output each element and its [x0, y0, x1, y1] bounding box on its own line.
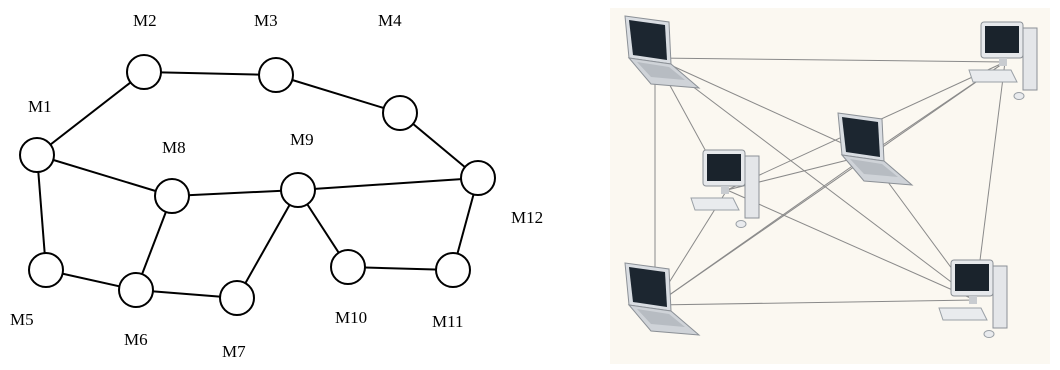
node-m7 — [219, 280, 255, 316]
network-link — [654, 57, 869, 156]
network-photo — [610, 8, 1050, 364]
graph-nodes — [19, 54, 496, 316]
laptop-icon — [624, 262, 701, 336]
edge-m3-m4 — [275, 74, 401, 114]
laptop-icon — [837, 112, 914, 186]
network-link — [654, 57, 976, 301]
node-label-m5: M5 — [10, 310, 34, 329]
node-label-m1: M1 — [28, 97, 52, 116]
network-link — [654, 57, 1006, 63]
edge-m1-m5 — [36, 154, 47, 271]
node-label-m6: M6 — [124, 330, 148, 349]
node-m1 — [19, 137, 55, 173]
edge-m9-m12 — [297, 177, 479, 191]
node-label-m9: M9 — [290, 130, 314, 149]
node-m10 — [330, 249, 366, 285]
network-link — [654, 154, 869, 306]
node-label-m11: M11 — [432, 312, 464, 331]
edge-m1-m8 — [36, 154, 173, 197]
node-m4 — [382, 95, 418, 131]
node-label-m10: M10 — [335, 308, 367, 327]
laptop-icon — [624, 15, 701, 89]
node-m12 — [460, 160, 496, 196]
node-label-m7: M7 — [222, 342, 246, 361]
node-m2 — [126, 54, 162, 90]
edge-m1-m2 — [36, 71, 145, 156]
node-m5 — [28, 252, 64, 288]
desktop-icon — [968, 21, 1038, 100]
desktop-icon — [690, 149, 760, 228]
network-devices — [624, 15, 1038, 338]
node-m8 — [154, 178, 190, 214]
node-m3 — [258, 57, 294, 93]
node-label-m2: M2 — [133, 11, 157, 30]
edge-m8-m9 — [171, 189, 299, 197]
node-label-m8: M8 — [162, 138, 186, 157]
node-label-m4: M4 — [378, 11, 402, 30]
node-m11 — [435, 252, 471, 288]
node-m6 — [118, 272, 154, 308]
network-link — [726, 189, 976, 301]
desktop-icon — [938, 259, 1008, 338]
edge-m7-m9 — [236, 189, 299, 299]
node-label-m12: M12 — [511, 208, 543, 227]
node-label-m3: M3 — [254, 11, 278, 30]
node-m9 — [280, 172, 316, 208]
edge-m2-m3 — [143, 71, 277, 76]
network-link — [654, 299, 976, 306]
